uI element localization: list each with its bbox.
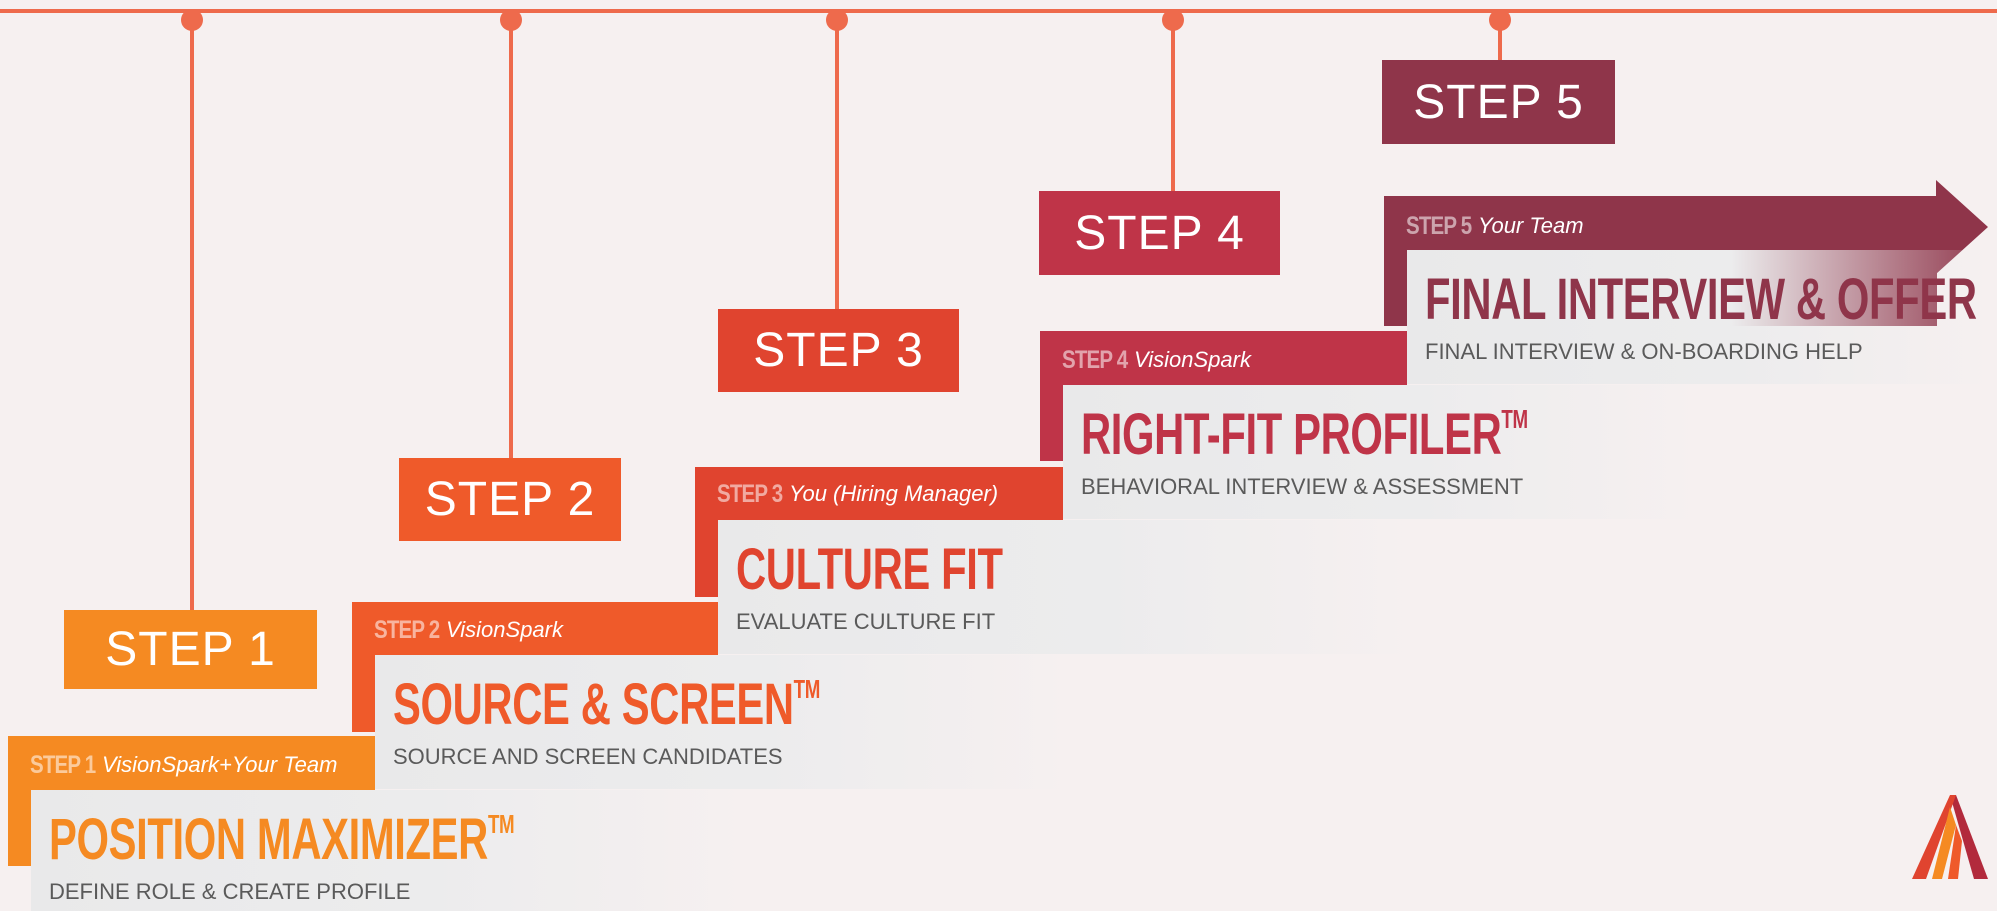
connector-4 — [1171, 20, 1175, 191]
timeline-line — [0, 9, 1997, 13]
step-1-title: POSITION MAXIMIZERTM — [49, 807, 515, 872]
step-5-tag: STEP 5 — [1406, 211, 1472, 240]
connector-3 — [835, 20, 839, 309]
step-2-panel: SOURCE & SCREENTM SOURCE AND SCREEN CAND… — [375, 655, 1075, 789]
step-4-panel: RIGHT-FIT PROFILERTM BEHAVIORAL INTERVIE… — [1063, 385, 1703, 519]
step-1-label: STEP 1 — [105, 623, 276, 676]
step-3-tag: STEP 3 — [717, 479, 783, 508]
step-4-header: STEP 4 VisionSpark — [1040, 342, 1251, 378]
step-1-subtitle: DEFINE ROLE & CREATE PROFILE — [49, 879, 411, 904]
step-5-label: STEP 5 — [1413, 75, 1584, 129]
step-4-subtitle: BEHAVIORAL INTERVIEW & ASSESSMENT — [1081, 474, 1524, 499]
step-1-panel: POSITION MAXIMIZERTM DEFINE ROLE & CREAT… — [31, 790, 751, 911]
step-3-subtitle: EVALUATE CULTURE FIT — [736, 609, 996, 634]
step-2-label: STEP 2 — [424, 473, 596, 526]
step-2-header: STEP 2 VisionSpark — [352, 612, 563, 648]
step-3-label-box: STEP 3 — [718, 309, 959, 392]
step-3-label: STEP 3 — [753, 324, 924, 377]
step-5-label-box: STEP 5 — [1382, 60, 1615, 144]
step-3-title: CULTURE FIT — [736, 537, 1003, 602]
step-4-owner: VisionSpark — [1134, 347, 1251, 372]
step-4-title: RIGHT-FIT PROFILERTM — [1081, 402, 1528, 467]
step-3-owner: You (Hiring Manager) — [789, 481, 999, 506]
step-5-panel: FINAL INTERVIEW & OFFER FINAL INTERVIEW … — [1407, 250, 1997, 384]
step-2-owner: VisionSpark — [446, 617, 563, 642]
step-2-title: SOURCE & SCREENTM — [393, 672, 820, 737]
step-5-title: FINAL INTERVIEW & OFFER — [1425, 267, 1977, 332]
step-4-label: STEP 4 — [1074, 206, 1245, 260]
step-4-label-box: STEP 4 — [1039, 191, 1280, 275]
step-3-header: STEP 3 You (Hiring Manager) — [695, 476, 998, 512]
connector-1 — [190, 20, 194, 610]
triangle-a-logo-icon — [1912, 795, 1988, 879]
step-2-label-box: STEP 2 — [399, 458, 621, 541]
step-5-subtitle: FINAL INTERVIEW & ON-BOARDING HELP — [1425, 339, 1863, 364]
step-4-tag: STEP 4 — [1062, 345, 1128, 374]
step-1-label-box: STEP 1 — [64, 610, 317, 689]
step-1-tag: STEP 1 — [30, 750, 96, 779]
step-2-subtitle: SOURCE AND SCREEN CANDIDATES — [393, 744, 783, 769]
step-5-header: STEP 5 Your Team — [1384, 208, 1584, 244]
step-1-owner: VisionSpark+Your Team — [102, 752, 338, 777]
connector-5 — [1498, 20, 1502, 60]
step-5-owner: Your Team — [1478, 213, 1584, 238]
step-2-tag: STEP 2 — [374, 615, 440, 644]
step-3-panel: CULTURE FIT EVALUATE CULTURE FIT — [718, 520, 1418, 654]
connector-2 — [509, 20, 513, 458]
step-1-header: STEP 1 VisionSpark+Your Team — [8, 747, 337, 783]
